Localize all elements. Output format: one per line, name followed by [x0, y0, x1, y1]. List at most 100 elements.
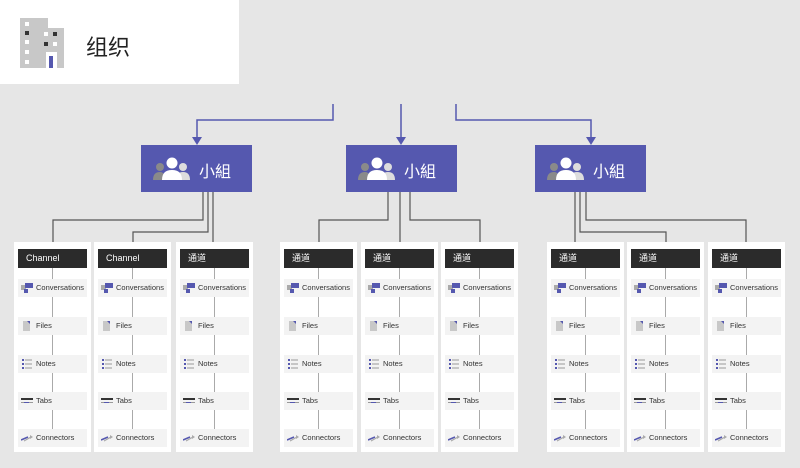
- channel-item: Connectors: [365, 429, 434, 447]
- team-node: 小組: [346, 145, 457, 192]
- channel-header: 通道: [365, 249, 434, 268]
- channel-item: Tabs: [551, 392, 620, 410]
- channel-item-label: Notes: [730, 359, 750, 368]
- channel-item: Conversations: [631, 279, 700, 297]
- channel-item-label: Connectors: [463, 433, 502, 442]
- channel-item-label: Files: [198, 321, 214, 330]
- team-label: 小組: [593, 162, 626, 181]
- channel-item: Notes: [284, 355, 353, 373]
- channel-item-label: Files: [36, 321, 52, 330]
- channel-item-label: Conversations: [302, 283, 350, 292]
- channel-item: Tabs: [98, 392, 167, 410]
- team-node: 小組: [535, 145, 646, 192]
- channel-header: 通道: [551, 249, 620, 268]
- channel-item: Tabs: [365, 392, 434, 410]
- organization-node: 组织: [0, 0, 239, 84]
- channel-item-label: Connectors: [730, 433, 769, 442]
- channel-item: Tabs: [445, 392, 514, 410]
- channel-item: Tabs: [631, 392, 700, 410]
- channel-item-label: Notes: [36, 359, 56, 368]
- channel-item: Conversations: [551, 279, 620, 297]
- channel-item-label: Conversations: [116, 283, 164, 292]
- channel-item-label: Conversations: [649, 283, 697, 292]
- team-people-icon: [358, 157, 395, 180]
- channel-header: Channel: [18, 249, 87, 268]
- channel-item-label: Files: [569, 321, 585, 330]
- channel-item-label: Tabs: [116, 396, 132, 405]
- team-people-icon: [547, 157, 584, 180]
- channel-item: Notes: [18, 355, 87, 373]
- channel-item: Conversations: [365, 279, 434, 297]
- channel-item: Notes: [712, 355, 781, 373]
- organization-label: 组织: [86, 36, 131, 61]
- channel-header: 通道: [445, 249, 514, 268]
- channel-item: Notes: [631, 355, 700, 373]
- channel-item-label: Conversations: [198, 283, 246, 292]
- channel-item-label: Notes: [569, 359, 589, 368]
- channel-item: Files: [712, 317, 781, 335]
- channel-item: Connectors: [180, 429, 249, 447]
- team-label: 小組: [404, 162, 437, 181]
- channel-item-label: Connectors: [116, 433, 155, 442]
- channel-item: Conversations: [284, 279, 353, 297]
- channel-item-label: Files: [649, 321, 665, 330]
- channel-item-label: Connectors: [302, 433, 341, 442]
- channel-header: 通道: [712, 249, 781, 268]
- channel-item: Files: [18, 317, 87, 335]
- channel-item-label: Conversations: [730, 283, 778, 292]
- channel-item: Files: [631, 317, 700, 335]
- channel-header: 通道: [631, 249, 700, 268]
- channel-item: Conversations: [98, 279, 167, 297]
- channel-item-label: Tabs: [569, 396, 585, 405]
- channel-item-label: Notes: [116, 359, 136, 368]
- channel-item: Tabs: [18, 392, 87, 410]
- channel-item-label: Notes: [383, 359, 403, 368]
- channel-item: Connectors: [551, 429, 620, 447]
- channel-item: Connectors: [445, 429, 514, 447]
- team-label: 小組: [199, 162, 232, 181]
- channel-item: Files: [365, 317, 434, 335]
- channel-header: 通道: [284, 249, 353, 268]
- channel-item: Notes: [98, 355, 167, 373]
- channel-item: Notes: [551, 355, 620, 373]
- building-icon: [20, 18, 64, 68]
- channel-item: Files: [445, 317, 514, 335]
- channel-item-label: Files: [383, 321, 399, 330]
- channel-item: Conversations: [180, 279, 249, 297]
- channel-item: Connectors: [631, 429, 700, 447]
- channel-item-label: Tabs: [36, 396, 52, 405]
- channel-item: Tabs: [180, 392, 249, 410]
- channel-item-label: Conversations: [36, 283, 84, 292]
- channel-item-label: Files: [463, 321, 479, 330]
- channel-item-label: Notes: [649, 359, 669, 368]
- channel-item-label: Conversations: [463, 283, 511, 292]
- channel-item: Conversations: [18, 279, 87, 297]
- channel-item-label: Notes: [302, 359, 322, 368]
- channel-item: Conversations: [712, 279, 781, 297]
- channel-item-label: Notes: [198, 359, 218, 368]
- channel-item-label: Files: [730, 321, 746, 330]
- channel-item: Connectors: [98, 429, 167, 447]
- channel-item-label: Tabs: [730, 396, 746, 405]
- channel-item-label: Conversations: [383, 283, 431, 292]
- channel-item-label: Tabs: [383, 396, 399, 405]
- channel-item: Files: [98, 317, 167, 335]
- channel-item-label: Connectors: [649, 433, 688, 442]
- team-node: 小組: [141, 145, 252, 192]
- channel-item-label: Connectors: [569, 433, 608, 442]
- channel-item: Conversations: [445, 279, 514, 297]
- channel-item: Files: [180, 317, 249, 335]
- channel-item: Notes: [180, 355, 249, 373]
- channel-item: Connectors: [18, 429, 87, 447]
- channel-item-label: Conversations: [569, 283, 617, 292]
- channel-item-label: Tabs: [198, 396, 214, 405]
- channel-item: Files: [284, 317, 353, 335]
- channel-item-label: Files: [302, 321, 318, 330]
